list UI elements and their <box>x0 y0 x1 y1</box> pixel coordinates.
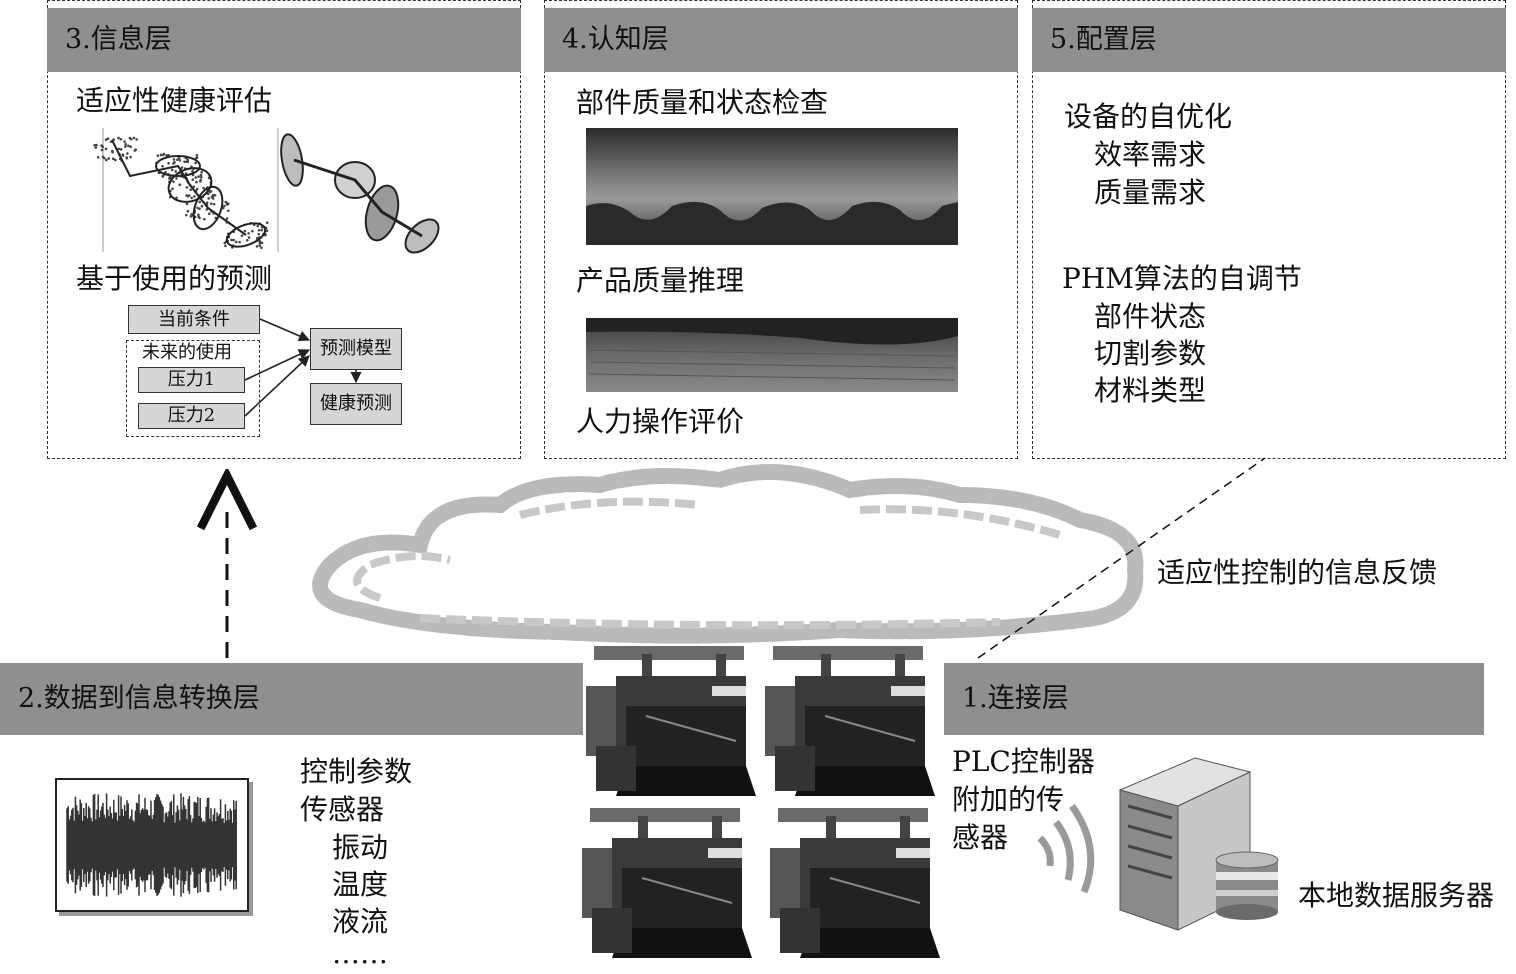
ellipsis-label: …… <box>332 937 388 970</box>
cloud-shape <box>312 464 1144 644</box>
product-quality-label: 产品质量推理 <box>576 264 745 297</box>
signal-waveform <box>66 793 237 897</box>
prediction-model-box: 预测模型 <box>310 328 402 370</box>
feedback-label: 适应性控制的信息反馈 <box>1157 556 1438 589</box>
vibration-label: 振动 <box>332 831 389 864</box>
pressure2-box: 压力2 <box>138 403 245 429</box>
data-info-layer-header: 2.数据到信息转换层 <box>0 663 583 735</box>
pressure1-box: 压力1 <box>138 367 245 393</box>
cognition-layer-header: 4.认知层 <box>544 8 1018 72</box>
material-type-label: 材料类型 <box>1094 374 1207 407</box>
signal-plot <box>55 778 249 912</box>
part-inspection-label: 部件质量和状态检查 <box>576 86 829 119</box>
part-state-label: 部件状态 <box>1094 300 1207 333</box>
usage-prediction-label: 基于使用的预测 <box>76 262 273 295</box>
current-condition-box: 当前条件 <box>128 305 260 334</box>
fluid-label: 液流 <box>332 905 389 938</box>
quality-label: 质量需求 <box>1094 176 1207 209</box>
plc-label-line1: PLC控制器 <box>952 745 1095 778</box>
config-layer-header: 5.配置层 <box>1032 8 1506 72</box>
self-opt-label: 设备的自优化 <box>1064 100 1233 133</box>
health-prediction-box: 健康预测 <box>310 383 402 425</box>
health-eval-label: 适应性健康评估 <box>76 84 273 117</box>
connection-layer-header: 1.连接层 <box>944 663 1484 735</box>
plc-label-line3: 感器 <box>952 821 1009 854</box>
cut-params-label: 切割参数 <box>1094 337 1207 370</box>
temperature-label: 温度 <box>332 868 389 901</box>
database-icon <box>1215 851 1279 920</box>
sensors-label: 传感器 <box>300 793 385 826</box>
human-eval-label: 人力操作评价 <box>576 405 745 438</box>
config-layer-panel <box>1032 0 1506 459</box>
plc-label-line2: 附加的传 <box>952 783 1065 816</box>
control-params-label: 控制参数 <box>300 755 413 788</box>
server-icon <box>1118 757 1252 931</box>
future-use-label: 未来的使用 <box>142 342 232 363</box>
efficiency-label: 效率需求 <box>1094 138 1207 171</box>
phm-tuning-label: PHM算法的自调节 <box>1062 262 1302 295</box>
info-layer-header: 3.信息层 <box>47 8 521 72</box>
local-server-label: 本地数据服务器 <box>1298 879 1495 912</box>
